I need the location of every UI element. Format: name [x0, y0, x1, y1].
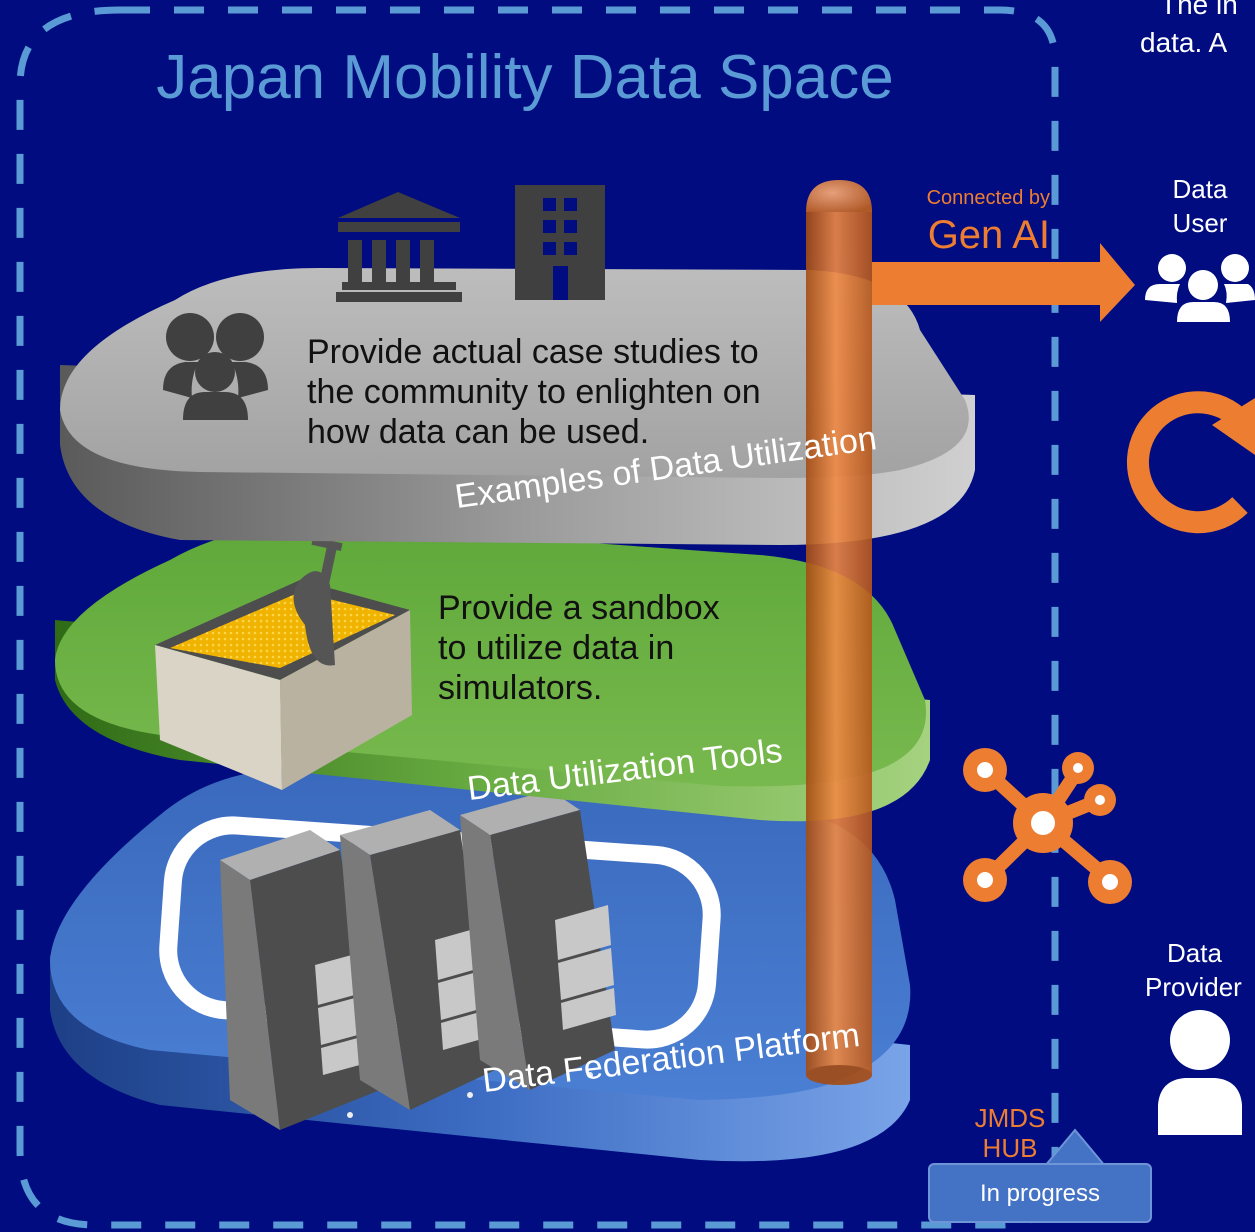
layer-2-description-line: Provide a sandbox [438, 589, 720, 627]
status-badge: In progress [928, 1163, 1152, 1223]
hub-label-line: JMDS [974, 1103, 1046, 1133]
intro-text-line-1: The in [1160, 0, 1238, 20]
data-user-label-line: Data [1172, 174, 1228, 204]
intro-text-line-2: data. A [1140, 27, 1228, 58]
hub-network-icon [963, 748, 1132, 904]
refresh-cycle-icon [1126, 391, 1255, 534]
data-provider-label: Data Provider [1145, 936, 1255, 1004]
hub-label-line: HUB [982, 1133, 1038, 1163]
sandbox-icon [155, 536, 412, 790]
layer-examples-of-data-utilization [60, 268, 975, 545]
layer-1-description-line: how data can be used. [307, 413, 650, 451]
bank-icon [336, 192, 462, 302]
arrow-to-data-user [872, 243, 1135, 322]
layer-1-description: Provide actual case studies to the commu… [307, 332, 807, 452]
connector-small-label: Connected by [926, 187, 1050, 209]
people-group-icon [163, 313, 268, 420]
gen-ai-pillar [806, 180, 872, 1085]
hub-label: JMDS HUB [955, 1103, 1065, 1163]
layer-2-description: Provide a sandbox to utilize data in sim… [438, 588, 798, 708]
data-provider-icon [1158, 1010, 1242, 1135]
data-provider-label-line: Data [1167, 938, 1222, 968]
layer-2-description-line: to utilize data in [438, 629, 675, 667]
layer-1-description-line: Provide actual case studies to [307, 333, 759, 371]
page-title: Japan Mobility Data Space [156, 43, 894, 112]
data-user-label-line: User [1172, 208, 1228, 238]
building-icon [515, 185, 605, 300]
data-provider-label-line: Provider [1145, 972, 1242, 1002]
connector-big-label: Gen AI [927, 213, 1050, 257]
space-boundary [16, 6, 1059, 1229]
server-rack-icon [220, 790, 616, 1130]
layer-2-description-line: simulators. [438, 669, 603, 707]
data-user-label: Data User [1160, 172, 1240, 240]
layer-1-description-line: the community to enlighten on [307, 373, 761, 411]
data-user-icon [1145, 254, 1255, 322]
